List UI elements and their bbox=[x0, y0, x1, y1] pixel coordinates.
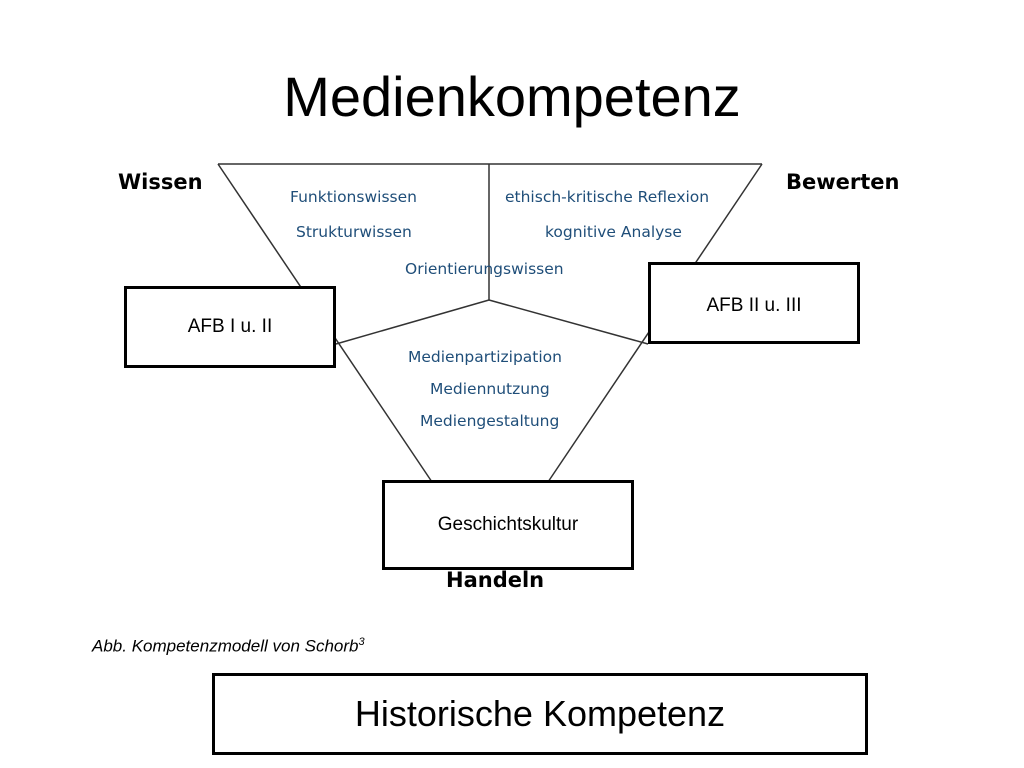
caption-footnote: 3 bbox=[358, 636, 365, 648]
afb-right-box: AFB II u. III bbox=[648, 262, 860, 344]
corner-label-wissen: Wissen bbox=[118, 170, 203, 194]
slide-title: Medienkompetenz bbox=[283, 65, 741, 128]
label-mediennutzung: Mediennutzung bbox=[430, 380, 550, 398]
label-strukturwissen: Strukturwissen bbox=[296, 223, 412, 241]
corner-label-bewerten: Bewerten bbox=[786, 170, 900, 194]
divider-left bbox=[335, 299, 490, 345]
geschichtskultur-label: Geschichtskultur bbox=[437, 514, 579, 535]
corner-label-handeln: Handeln bbox=[446, 568, 545, 592]
historische-kompetenz-label: Historische Kompetenz bbox=[354, 693, 726, 734]
afb-left-label: AFB I u. II bbox=[187, 316, 273, 337]
historische-kompetenz-box: Historische Kompetenz bbox=[212, 673, 868, 755]
afb-right-label: AFB II u. III bbox=[706, 295, 802, 316]
figure-caption: Abb. Kompetenzmodell von Schorb3 bbox=[92, 636, 365, 657]
label-funktionswissen: Funktionswissen bbox=[290, 188, 417, 206]
label-orientierungswissen: Orientierungswissen bbox=[405, 260, 564, 278]
geschichtskultur-box: Geschichtskultur bbox=[382, 480, 634, 570]
afb-left-box: AFB I u. II bbox=[124, 286, 336, 368]
label-ethisch-kritische-reflexion: ethisch-kritische Reflexion bbox=[505, 188, 710, 206]
label-kognitive-analyse: kognitive Analyse bbox=[545, 223, 682, 241]
divider-right bbox=[488, 299, 649, 345]
caption-text: Abb. Kompetenzmodell von Schorb bbox=[92, 636, 359, 656]
label-medienpartizipation: Medienpartizipation bbox=[408, 348, 562, 366]
label-mediengestaltung: Mediengestaltung bbox=[420, 412, 560, 430]
